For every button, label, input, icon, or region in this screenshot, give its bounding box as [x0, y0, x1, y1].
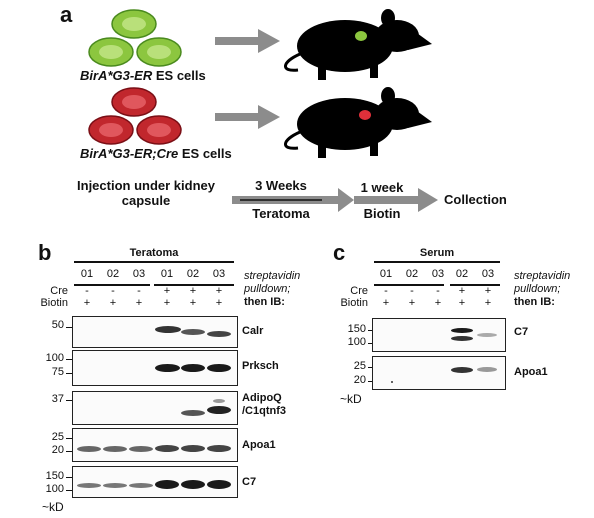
serum-biotin-row: + + + + + — [382, 297, 492, 309]
marker-label: 75 — [51, 366, 64, 378]
marker-label: 100 — [45, 483, 64, 495]
marker-label: 100 — [347, 336, 366, 348]
marker-label: 150 — [45, 470, 64, 482]
marker-label: 50 — [51, 319, 64, 331]
teratoma-rule — [74, 261, 234, 263]
panel-a-letter: a — [60, 2, 73, 27]
arrow1-bottom-label: Teratoma — [252, 206, 310, 221]
cre-row: - - - + + + — [85, 285, 223, 297]
panel-b-letter: b — [38, 240, 52, 265]
blot-prksch — [72, 350, 238, 386]
arrow2-top-label: 1 week — [360, 180, 404, 195]
mouse-icon — [284, 87, 432, 158]
blot-adipoq — [72, 391, 238, 425]
marker-label: 20 — [353, 374, 366, 386]
mouse-icon — [284, 9, 432, 80]
cre-row-label: Cre — [50, 285, 68, 297]
serum-cre-row-label: Cre — [350, 285, 368, 297]
panel-c-letter: c — [333, 240, 346, 265]
serum-blot-label-c7: C7 — [514, 326, 529, 338]
arrow2-bottom-label: Biotin — [363, 206, 401, 221]
serum-cre-rule — [450, 284, 500, 286]
kd-unit-label: ~kD — [42, 500, 64, 514]
serum-sample-row: 01 02 03 02 03 — [379, 268, 495, 280]
green-es-cells — [88, 9, 182, 67]
step-collection: Collection — [444, 192, 507, 207]
arrow1-top-label: 3 Weeks — [255, 178, 307, 193]
method-note: streptavidin pulldown; then IB: — [244, 270, 301, 308]
serum-biotin-row-label: Biotin — [340, 297, 368, 309]
blot-apoa1 — [72, 428, 238, 462]
serum-blot-apoa1 — [372, 356, 506, 390]
serum-rule — [374, 261, 500, 263]
marker-label: 25 — [51, 431, 64, 443]
serum-kd-unit-label: ~kD — [340, 392, 362, 406]
serum-blot-label-apoa1: Apoa1 — [514, 366, 548, 378]
blot-label-prksch: Prksch — [242, 360, 279, 372]
blot-label-c7: C7 — [242, 476, 257, 488]
blot-label-calr: Calr — [242, 325, 264, 337]
blot-label-adipoq: AdipoQ /C1qtnf3 — [242, 392, 286, 417]
marker-label: 150 — [347, 323, 366, 335]
sample-row: 01 02 03 01 02 03 — [80, 268, 226, 280]
biotin-row-label: Biotin — [40, 297, 68, 309]
biotin-row: + + + + + + — [83, 297, 223, 309]
marker-label: 37 — [51, 393, 64, 405]
green-cells-label: BirA*G3-ER ES cells — [80, 68, 206, 83]
cre-rule — [154, 284, 234, 286]
blot-label-apoa1: Apoa1 — [242, 439, 276, 451]
arrow-icon — [215, 29, 280, 129]
red-es-cells — [88, 87, 182, 145]
marker-label: 25 — [353, 360, 366, 372]
step-injection: Injection under kidney capsule — [77, 178, 215, 208]
blot-c7 — [72, 466, 238, 498]
serum-group-label: Serum — [419, 247, 455, 259]
serum-blot-c7 — [372, 318, 506, 352]
serum-ctrl-rule — [374, 284, 444, 286]
blot-calr — [72, 316, 238, 348]
ctrl-rule — [74, 284, 150, 286]
marker-label: 20 — [51, 444, 64, 456]
serum-method-note: streptavidin pulldown; then IB: — [514, 270, 571, 308]
red-cells-label: BirA*G3-ER;Cre ES cells — [80, 146, 232, 161]
marker-label: 100 — [45, 352, 64, 364]
panel-a-illustration — [88, 9, 438, 212]
serum-cre-row: - - - + + — [384, 285, 492, 297]
teratoma-group-label: Teratoma — [129, 247, 179, 259]
